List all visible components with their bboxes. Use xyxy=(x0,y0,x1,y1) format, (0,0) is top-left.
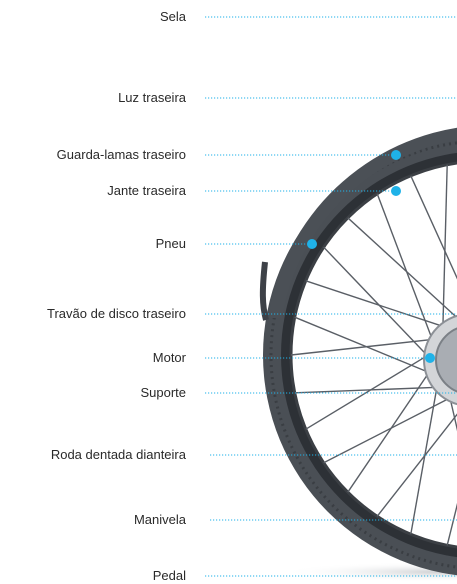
fender-stay xyxy=(259,261,269,321)
marker-dot-tire xyxy=(307,239,317,249)
spoke xyxy=(446,502,457,546)
marker-dot-motor xyxy=(425,353,435,363)
spoke xyxy=(376,193,435,344)
spoke xyxy=(294,316,433,375)
spoke xyxy=(323,395,454,464)
ground-shadow xyxy=(280,562,457,582)
rim-inner xyxy=(291,163,457,547)
label-rear-fender: Guarda-lamas traseiro xyxy=(56,147,186,162)
label-chainring: Roda dentada dianteira xyxy=(50,447,186,462)
leader-lines xyxy=(205,16,457,577)
label-tire: Pneu xyxy=(155,236,186,251)
label-rear-light: Luz traseira xyxy=(118,90,186,105)
spoke xyxy=(305,280,447,329)
spoke xyxy=(323,246,431,359)
spoke xyxy=(376,413,457,517)
spoke xyxy=(347,217,457,319)
marker-dot-rear-fender xyxy=(391,150,401,160)
label-crank: Manivela xyxy=(133,512,186,527)
label-rear-disc-brake: Travão de disco traseiro xyxy=(47,306,186,321)
spoke xyxy=(410,175,457,280)
label-pedal: Pedal xyxy=(152,568,186,583)
spokes xyxy=(290,164,457,546)
label-kickstand: Suporte xyxy=(140,385,186,400)
label-motor: Motor xyxy=(152,350,186,365)
marker-dot-rear-rim xyxy=(391,186,401,196)
hub-motor xyxy=(435,327,457,393)
tire-tread xyxy=(269,141,457,569)
spoke xyxy=(410,383,439,535)
spoke xyxy=(305,353,431,430)
spoke xyxy=(442,164,448,331)
spoke xyxy=(347,368,432,493)
label-rear-rim: Jante traseira xyxy=(107,183,186,198)
spoke xyxy=(290,338,436,356)
marker-dots xyxy=(307,150,435,363)
spoke xyxy=(294,386,441,394)
label-saddle: Sela xyxy=(159,9,186,24)
spoke xyxy=(448,393,457,432)
